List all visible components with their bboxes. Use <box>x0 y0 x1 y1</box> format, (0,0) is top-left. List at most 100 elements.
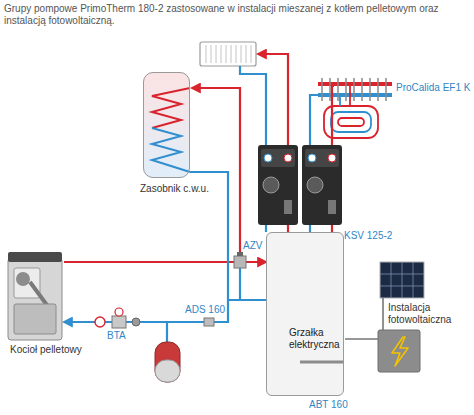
pump-cover <box>305 149 339 167</box>
pump-group: KSV 125-2 <box>258 145 342 225</box>
manifold-outlet <box>329 78 331 101</box>
mixing-valve <box>234 252 246 268</box>
pv-cell-line <box>402 262 403 298</box>
hot-water-tank: Zasobnik c.w.u. <box>143 72 190 178</box>
tank-coil-cold <box>152 128 190 172</box>
valve-symbol <box>132 318 140 326</box>
diagram-title: Grupy pompowe PrimoTherm 180-2 zastosowa… <box>4 3 470 27</box>
pellet-boiler: Kocioł pelletowy <box>8 252 62 340</box>
radiator-fin <box>246 45 247 63</box>
radiator-fin <box>226 45 227 63</box>
coil-loop <box>331 112 371 132</box>
power-wire <box>345 298 383 339</box>
radiator-fin <box>241 45 242 63</box>
pump-unit <box>302 145 342 225</box>
node-label: Zasobnik c.w.u. <box>140 183 226 195</box>
manifold-outlet <box>385 78 387 101</box>
expansion-vessel <box>155 342 180 382</box>
vessel-pipe <box>166 322 168 342</box>
pump-unit <box>258 145 298 225</box>
thermometer <box>328 154 336 162</box>
thermometer <box>308 154 316 162</box>
pump-head <box>307 177 323 193</box>
hot-water-tank <box>143 72 190 178</box>
manifold-outlet <box>345 78 347 101</box>
radiator-fin <box>206 45 207 63</box>
tank-supply-pipe <box>192 88 240 262</box>
manifold-supply-bar <box>318 82 392 86</box>
group-pipe <box>331 225 333 232</box>
pellet-burner <box>16 272 30 286</box>
valve-label: AZV <box>242 240 263 251</box>
heater-label: Grzałka elektryczna <box>287 324 345 354</box>
pellet-boiler <box>8 252 62 340</box>
tank-fill <box>143 72 190 178</box>
separator-body <box>204 318 214 326</box>
vessel-lower <box>155 360 180 382</box>
boiler-base <box>14 304 56 334</box>
pv-installation: Instalacja fotowoltaiczna <box>380 262 424 298</box>
radiator-supply-pipe <box>258 54 288 145</box>
inverter-box <box>378 330 420 372</box>
buffer-tank <box>266 232 344 396</box>
valve-actuator <box>237 252 243 256</box>
floor-manifold: ProCalida EF1 K <box>318 78 392 101</box>
pump-insulation <box>302 145 342 225</box>
lightning-icon <box>392 337 408 366</box>
pump-body <box>112 316 126 328</box>
node-label: ProCalida EF1 K <box>396 82 474 94</box>
pump-head <box>263 177 279 193</box>
floor-return-pipe <box>310 95 318 145</box>
vessel-body <box>155 342 180 382</box>
boiler-return-pipe <box>64 172 228 322</box>
buffer-tank: ABT 160Grzałka elektryczna <box>266 232 344 396</box>
pv-panel <box>380 262 424 298</box>
thermometer <box>264 154 272 162</box>
manifold-outlet <box>377 78 379 101</box>
radiator-body <box>200 42 256 66</box>
thermometer <box>284 154 292 162</box>
group-pipe <box>287 225 289 232</box>
group-pipe <box>265 225 267 232</box>
manifold-outlet <box>337 78 339 101</box>
radiator-fin <box>251 45 252 63</box>
node-label: Instalacja fotowoltaiczna <box>388 302 468 326</box>
pump-insulation <box>258 145 298 225</box>
manifold <box>318 78 392 101</box>
pump-cover <box>261 149 295 167</box>
buffer-fill <box>266 232 344 396</box>
group-pipe <box>309 225 311 232</box>
manifold-return-bar <box>318 93 392 97</box>
coil-lead <box>349 86 351 106</box>
radiator-fin <box>236 45 237 63</box>
radiator-fin <box>231 45 232 63</box>
pv-cell-line <box>391 262 392 298</box>
pv-cell-line <box>380 286 424 287</box>
node-label: ABT 160 <box>309 399 359 411</box>
radiator-fin <box>216 45 217 63</box>
node-label: Kocioł pelletowy <box>10 344 106 356</box>
radiator-return-pipe <box>240 66 266 145</box>
buffer-return-pipe <box>228 299 266 301</box>
boiler-top <box>8 252 62 262</box>
manifold-outlet <box>369 78 371 101</box>
valve-body <box>234 256 246 268</box>
coil-loop <box>338 118 364 126</box>
separator-label: ADS 160 <box>184 304 226 315</box>
mixing-valve <box>328 200 336 214</box>
node-label: KSV 125-2 <box>344 230 414 242</box>
radiator-fin <box>211 45 212 63</box>
boiler-body <box>8 258 62 340</box>
manifold-outlet <box>353 78 355 101</box>
coil-lead <box>339 97 341 106</box>
radiator <box>200 42 256 66</box>
floor-supply-pipe <box>332 86 334 145</box>
tank-coil-hot <box>152 88 190 128</box>
thermometer <box>115 308 123 316</box>
manifold-outlet <box>361 78 363 101</box>
radiator-fin <box>221 45 222 63</box>
pv-panel-body <box>380 262 424 298</box>
valve-bypass-pipe <box>239 268 241 300</box>
pump-groups <box>258 145 342 225</box>
